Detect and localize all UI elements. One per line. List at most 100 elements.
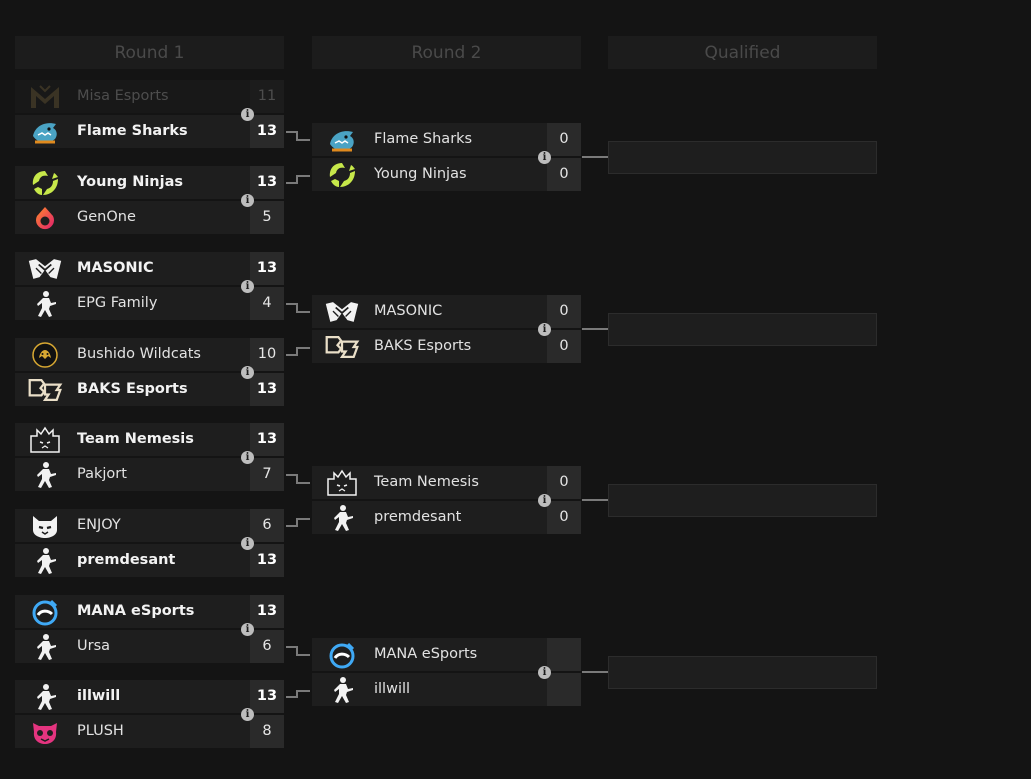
- team-name: Young Ninjas: [374, 166, 467, 182]
- team-score: 0: [547, 466, 581, 499]
- team-score: 7: [250, 458, 284, 491]
- bracket-connector: [296, 690, 310, 692]
- round-1-header: Round 1: [15, 36, 284, 69]
- bracket-connector: [286, 646, 298, 656]
- team-score: 13: [250, 252, 284, 285]
- team-score: [547, 638, 581, 671]
- team-slot[interactable]: Young Ninjas 13: [15, 166, 284, 200]
- team-name: GenOne: [77, 209, 136, 225]
- soldier-logo-icon: [27, 290, 63, 317]
- team-name: BAKS Esports: [374, 338, 472, 354]
- match-info-icon[interactable]: i: [241, 708, 254, 721]
- bracket-connector: [296, 139, 310, 141]
- team-name: Team Nemesis: [374, 474, 479, 490]
- team-score: 6: [250, 509, 284, 542]
- team-score: 0: [547, 295, 581, 328]
- enjoy-logo-icon: [27, 512, 63, 539]
- team-slot[interactable]: illwill 13: [15, 680, 284, 714]
- bracket-connector: [296, 518, 310, 520]
- team-name: Misa Esports: [77, 88, 169, 104]
- qualified-slot: [608, 141, 877, 174]
- team-slot[interactable]: Pakjort 7: [15, 458, 284, 492]
- match-info-icon[interactable]: i: [241, 537, 254, 550]
- match-info-icon[interactable]: i: [538, 494, 551, 507]
- team-slot[interactable]: Team Nemesis 0: [312, 466, 581, 500]
- soldier-logo-icon: [324, 504, 360, 531]
- team-score: 0: [547, 123, 581, 156]
- match-info-icon[interactable]: i: [538, 666, 551, 679]
- soldier-logo-icon: [27, 633, 63, 660]
- match-info-icon[interactable]: i: [241, 108, 254, 121]
- team-score: 13: [250, 373, 284, 406]
- baks-logo-icon: [27, 376, 63, 403]
- team-slot[interactable]: Ursa 6: [15, 630, 284, 664]
- bracket-connector: [286, 690, 298, 698]
- team-score: [547, 673, 581, 706]
- team-slot[interactable]: ENJOY 6: [15, 509, 284, 543]
- team-slot[interactable]: Misa Esports 11: [15, 80, 284, 114]
- team-name: ENJOY: [77, 517, 121, 533]
- bracket-connector: [286, 303, 298, 313]
- team-name: Pakjort: [77, 466, 127, 482]
- bracket-connector: [296, 311, 310, 313]
- match-info-icon[interactable]: i: [241, 280, 254, 293]
- bracket-connector: [286, 131, 298, 141]
- bracket-connector: [296, 654, 310, 656]
- soldier-logo-icon: [27, 683, 63, 710]
- bracket-connector: [296, 482, 310, 484]
- team-score: 0: [547, 330, 581, 363]
- team-name: Bushido Wildcats: [77, 346, 201, 362]
- bracket-connector: [582, 156, 608, 158]
- team-score: 13: [250, 680, 284, 713]
- bracket-connector: [582, 671, 608, 673]
- team-name: Team Nemesis: [77, 431, 194, 447]
- mana-logo-icon: [324, 641, 360, 668]
- team-name: illwill: [77, 688, 121, 704]
- team-score: 0: [547, 158, 581, 191]
- team-score: 4: [250, 287, 284, 320]
- match-info-icon[interactable]: i: [538, 323, 551, 336]
- team-name: PLUSH: [77, 723, 124, 739]
- team-score: 6: [250, 630, 284, 663]
- masonic-logo-icon: [324, 298, 360, 325]
- team-name: premdesant: [374, 509, 462, 525]
- qualified-slot: [608, 656, 877, 689]
- match-info-icon[interactable]: i: [241, 194, 254, 207]
- bracket-connector: [296, 347, 310, 349]
- team-score: 13: [250, 595, 284, 628]
- team-slot[interactable]: Young Ninjas 0: [312, 158, 581, 192]
- match-info-icon[interactable]: i: [241, 451, 254, 464]
- soldier-logo-icon: [27, 547, 63, 574]
- team-score: 11: [250, 80, 284, 113]
- bracket-connector: [286, 518, 298, 527]
- match-info-icon[interactable]: i: [538, 151, 551, 164]
- team-score: 13: [250, 166, 284, 199]
- team-name: illwill: [374, 681, 411, 697]
- team-name: Ursa: [77, 638, 111, 654]
- bracket-connector: [286, 175, 298, 184]
- team-slot[interactable]: illwill: [312, 673, 581, 707]
- bracket-connector: [582, 499, 608, 501]
- baks-logo-icon: [324, 333, 360, 360]
- team-slot[interactable]: MANA eSports: [312, 638, 581, 672]
- team-name: Flame Sharks: [77, 123, 188, 139]
- match-info-icon[interactable]: i: [241, 366, 254, 379]
- soldier-logo-icon: [324, 676, 360, 703]
- team-name: Young Ninjas: [77, 174, 184, 190]
- team-slot[interactable]: BAKS Esports 0: [312, 330, 581, 364]
- masonic-logo-icon: [27, 255, 63, 282]
- match-info-icon[interactable]: i: [241, 623, 254, 636]
